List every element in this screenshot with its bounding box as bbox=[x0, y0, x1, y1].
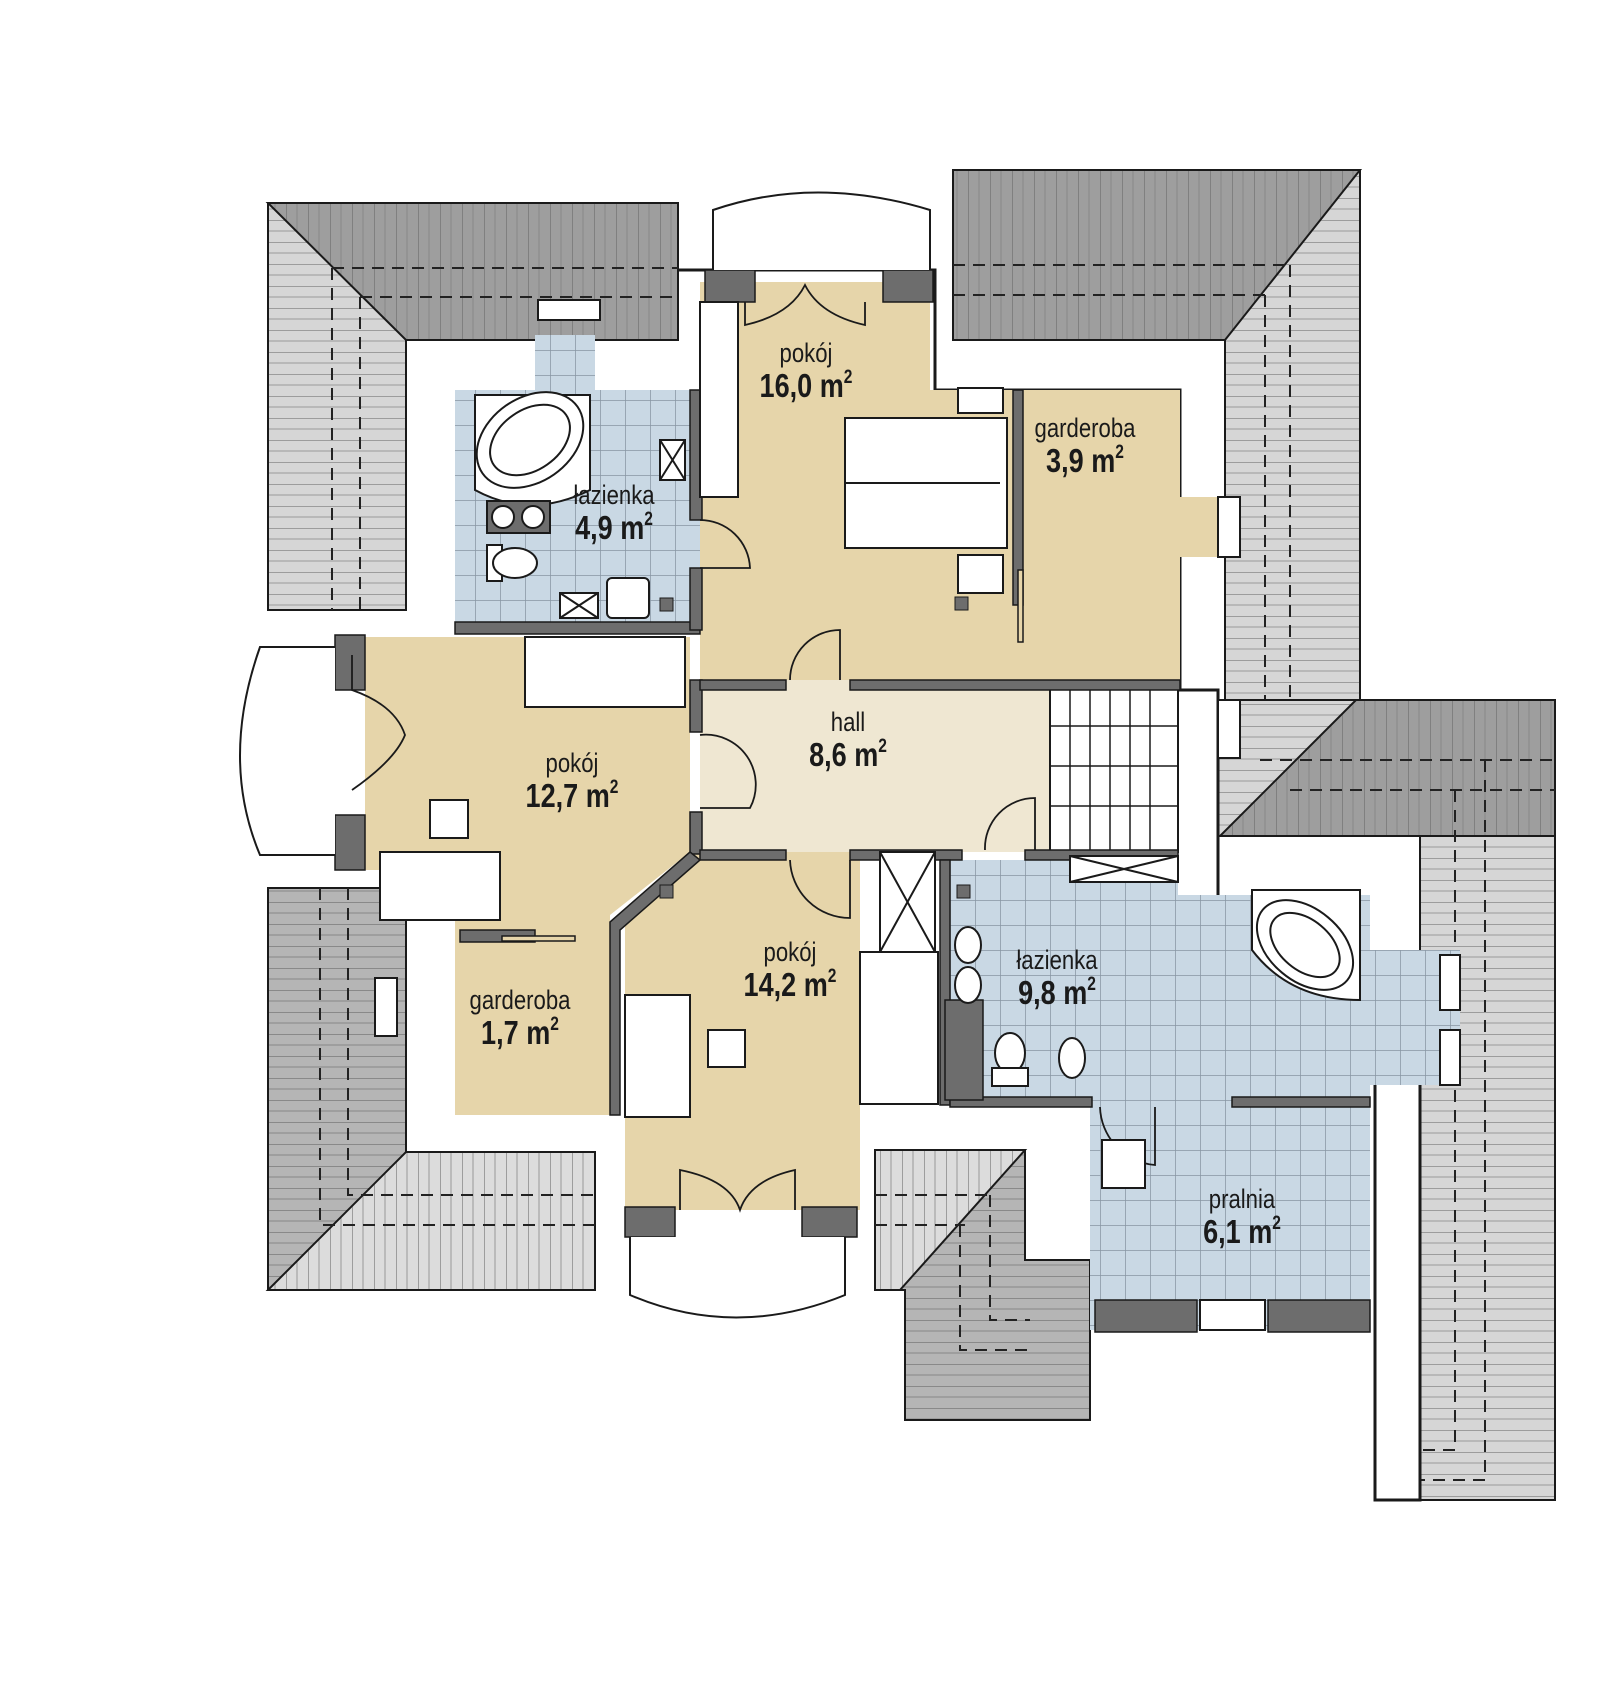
room-label-lazienka-small: łazienka 4,9 m2 bbox=[564, 480, 663, 546]
doors bbox=[351, 282, 1156, 1213]
room-name: pokój bbox=[545, 748, 599, 778]
room-area: 4,9 m2 bbox=[575, 509, 653, 546]
room-area: 9,8 m2 bbox=[1018, 974, 1096, 1011]
room-area: 14,2 m2 bbox=[743, 966, 837, 1003]
room-area: 1,7 m2 bbox=[481, 1014, 559, 1051]
fixtures bbox=[374, 299, 1461, 1331]
room-name: łazienka bbox=[573, 480, 655, 510]
room-label-pralnia: pralnia 6,1 m2 bbox=[1195, 1184, 1290, 1250]
room-name: pokój bbox=[779, 338, 833, 368]
room-label-garderoba-right: garderoba 3,9 m2 bbox=[1023, 413, 1146, 479]
room-name: garderoba bbox=[1034, 413, 1136, 443]
room-name: pokój bbox=[763, 937, 817, 967]
room-label-pokoj-top: pokój 16,0 m2 bbox=[749, 338, 862, 404]
room-label-pokoj-bottom: pokój 14,2 m2 bbox=[733, 937, 846, 1003]
room-name: pralnia bbox=[1208, 1184, 1276, 1214]
room-area: 12,7 m2 bbox=[525, 777, 619, 814]
room-label-garderoba-left: garderoba 1,7 m2 bbox=[458, 985, 581, 1051]
room-area: 3,9 m2 bbox=[1046, 442, 1124, 479]
room-name: garderoba bbox=[469, 985, 571, 1015]
column-markers bbox=[659, 596, 971, 899]
interior-walls bbox=[334, 269, 1371, 1333]
bay-windows bbox=[239, 191, 931, 1319]
room-label-pokoj-left: pokój 12,7 m2 bbox=[515, 748, 628, 814]
room-area: 16,0 m2 bbox=[759, 367, 853, 404]
room-area: 6,1 m2 bbox=[1203, 1213, 1281, 1250]
room-area: 8,6 m2 bbox=[809, 736, 887, 773]
room-label-lazienka-large: łazienka 9,8 m2 bbox=[1007, 945, 1106, 1011]
room-name: hall bbox=[830, 707, 866, 737]
roof bbox=[265, 169, 1556, 1501]
room-name: łazienka bbox=[1016, 945, 1098, 975]
sliding-doors bbox=[501, 569, 1024, 942]
room-label-hall: hall 8,6 m2 bbox=[801, 707, 896, 773]
